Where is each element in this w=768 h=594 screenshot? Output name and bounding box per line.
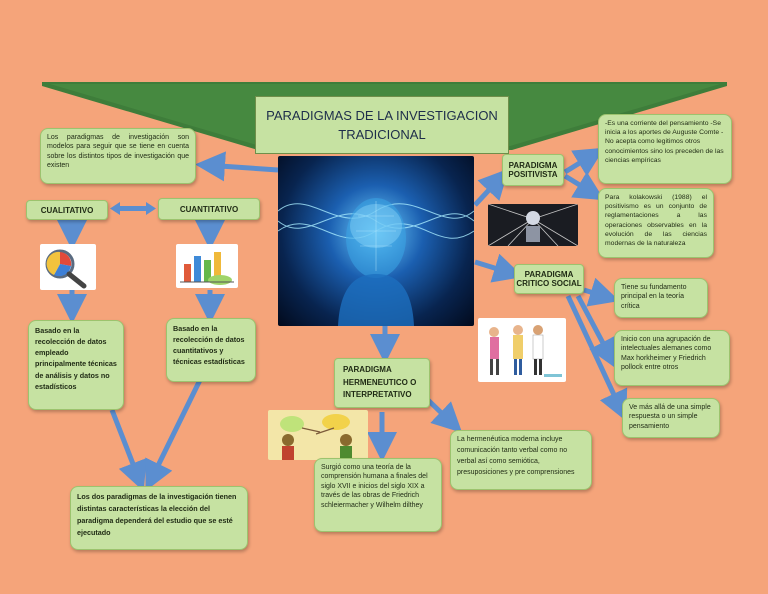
intro-text: Los paradigmas de investigación son mode… <box>47 134 189 170</box>
positivism-image <box>488 204 578 246</box>
critico-fundamento-text: Tiene su fundamento principal en la teor… <box>621 284 687 310</box>
cuantitativo-label: CUANTITATIVO <box>158 198 260 220</box>
kolakowski-box: Para kolakowski (1988) el positivismo es… <box>598 188 714 258</box>
cuantitativo-description: Basado en la recolección de datos cuanti… <box>166 318 256 382</box>
critico-inicio-text: Inicio con una agrupación de intelectual… <box>621 336 712 372</box>
positivista-bullets-text: -Es una corriente del pensamiento -Se in… <box>605 120 724 164</box>
conclusion-text: Los dos paradigmas de la investigación t… <box>77 492 237 537</box>
positivista-label-text: PARADIGMA POSITIVISTA <box>508 161 558 179</box>
cuantitativo-description-text: Basado en la recolección de datos cuanti… <box>173 324 245 367</box>
positivista-bullets: -Es una corriente del pensamiento -Se in… <box>598 114 732 184</box>
critico-label-text: PARADIGMA CRITICO SOCIAL <box>516 270 582 288</box>
conclusion-box: Los dos paradigmas de la investigación t… <box>70 486 248 550</box>
critico-vemas-text: Ve más allá de una simple respuesta o un… <box>629 404 711 430</box>
intro-box: Los paradigmas de investigación son mode… <box>40 128 196 184</box>
hermeneutico-surgio-box: Surgió como una teoría de la comprensión… <box>314 458 442 532</box>
positivista-label: PARADIGMA POSITIVISTA <box>502 154 564 186</box>
cualitativo-label-text: CUALITATIVO <box>40 205 94 215</box>
bar-chart-icon <box>176 244 238 288</box>
magnifier-chart-icon <box>40 244 96 290</box>
hermeneutico-surgio-text: Surgió como una teoría de la comprensión… <box>321 464 428 509</box>
cuantitativo-label-text: CUANTITATIVO <box>179 204 239 214</box>
hermeneutico-moderna-text: La hermenéutica moderna incluye comunica… <box>457 436 575 476</box>
brain-image <box>278 156 474 326</box>
cualitativo-label: CUALITATIVO <box>26 200 108 220</box>
cualitativo-description: Basado en la recolección de datos emplea… <box>28 320 124 410</box>
page-title: PARADIGMAS DE LA INVESTIGACION TRADICION… <box>255 96 509 154</box>
hermeneutico-label: PARADIGMA HERMENEUTICO O INTERPRETATIVO <box>334 358 430 408</box>
critical-women-image <box>478 318 566 382</box>
critico-label: PARADIGMA CRITICO SOCIAL <box>514 264 584 294</box>
brain-head-icon <box>278 198 474 326</box>
hermeneutic-dialogue-image <box>268 410 368 460</box>
critico-vemas-box: Ve más allá de una simple respuesta o un… <box>622 398 720 438</box>
cualitativo-description-text: Basado en la recolección de datos emplea… <box>35 326 117 391</box>
hermeneutico-moderna-box: La hermenéutica moderna incluye comunica… <box>450 430 592 490</box>
kolakowski-text: Para kolakowski (1988) el positivismo es… <box>605 194 707 247</box>
hermeneutico-label-text: PARADIGMA HERMENEUTICO O INTERPRETATIVO <box>343 364 417 400</box>
critico-fundamento-box: Tiene su fundamento principal en la teor… <box>614 278 708 318</box>
critico-inicio-box: Inicio con una agrupación de intelectual… <box>614 330 730 386</box>
page-title-text: PARADIGMAS DE LA INVESTIGACION TRADICION… <box>266 107 498 143</box>
